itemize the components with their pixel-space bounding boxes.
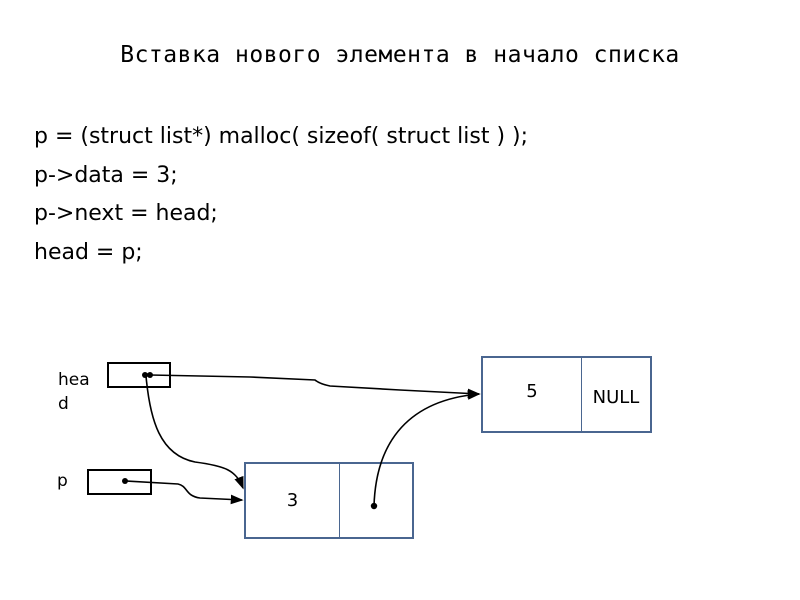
p-pointer-box — [87, 469, 152, 495]
node-new: 3 — [244, 462, 414, 539]
arrow-head-to-old-node — [142, 372, 481, 399]
head-label-part2: d — [58, 394, 69, 414]
node-data-cell: 3 — [246, 464, 340, 537]
node-old-head: 5 NULL — [481, 356, 652, 433]
code-line-malloc: p = (struct list*) malloc( sizeof( struc… — [34, 124, 529, 149]
arrow-head-to-new-node — [145, 375, 244, 490]
p-label: p — [57, 471, 68, 491]
node-next-cell: NULL — [592, 387, 640, 408]
code-block: p = (struct list*) malloc( sizeof( struc… — [34, 118, 528, 272]
code-line-assign-next: p->next = head; — [34, 201, 218, 226]
code-line-assign-data: p->data = 3; — [34, 162, 178, 188]
head-label: hea d — [58, 368, 90, 416]
node-next-cell — [340, 464, 412, 537]
head-label-part1: hea — [58, 370, 90, 390]
slide-title: Вставка нового элемента в начало списка — [120, 42, 680, 68]
code-line-assign-head: head = p; — [34, 239, 143, 265]
head-pointer-box — [107, 362, 171, 388]
node-data-cell: 5 — [483, 358, 582, 431]
